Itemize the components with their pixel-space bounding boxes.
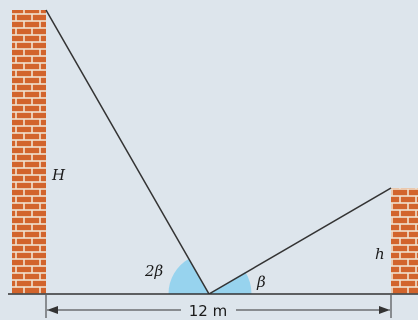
- dimension-arrow-left: [47, 306, 58, 314]
- tall-brick-wall: [12, 10, 46, 294]
- distance-label: 12 m: [189, 302, 227, 320]
- left-angle-arc: [168, 258, 209, 294]
- line-to-top-of-short-wall: [208, 187, 392, 295]
- short-wall-label: h: [375, 245, 385, 263]
- dimension-arrow-right: [379, 306, 390, 314]
- tall-wall-label: H: [51, 166, 66, 184]
- short-brick-wall: [391, 188, 418, 294]
- left-angle-label: 2β: [144, 262, 164, 280]
- right-angle-label: β: [256, 273, 266, 291]
- line-to-top-of-tall-wall: [45, 9, 210, 295]
